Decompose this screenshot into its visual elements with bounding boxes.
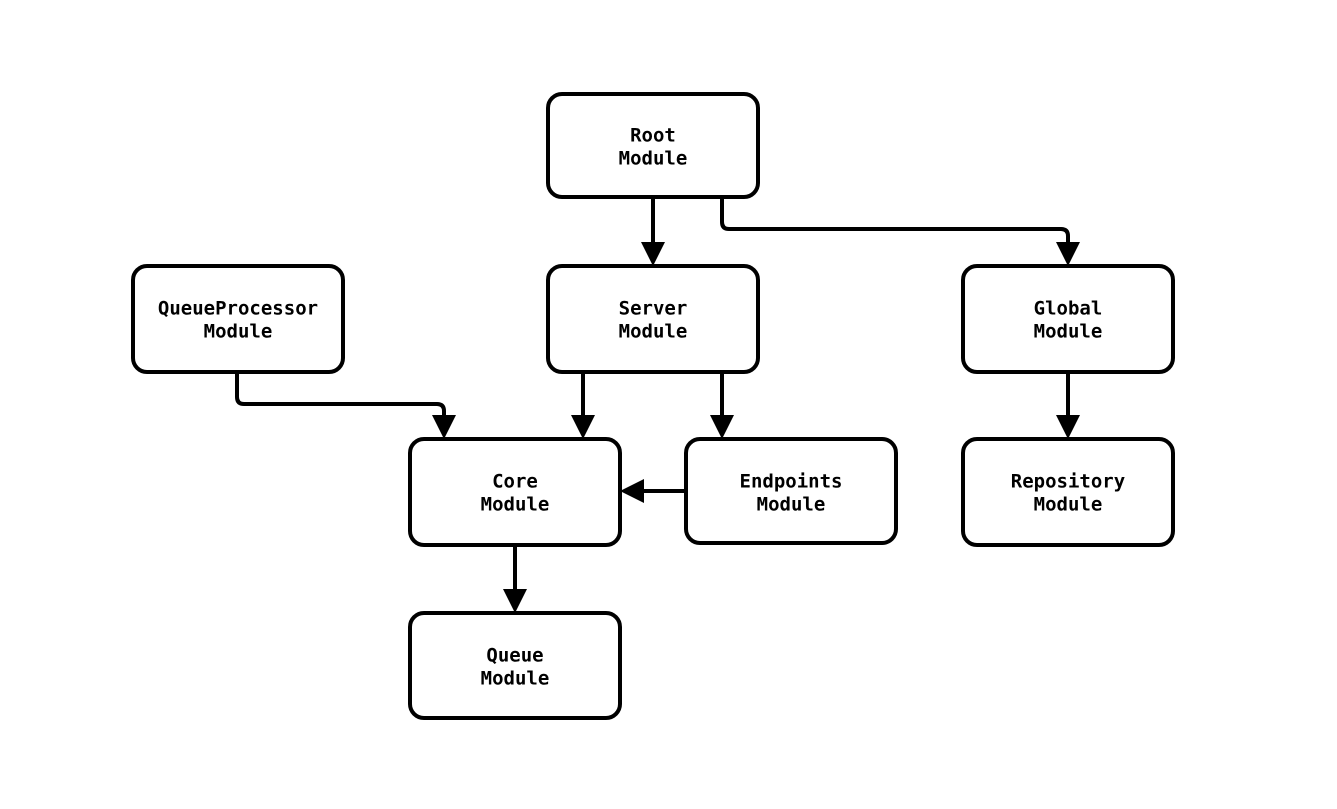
node-core-label-line2: Module bbox=[481, 494, 550, 516]
node-queue[interactable]: Queue Module bbox=[408, 611, 622, 720]
node-queue-label-line2: Module bbox=[481, 668, 550, 690]
node-root-label-line1: Root bbox=[630, 125, 676, 147]
node-global[interactable]: Global Module bbox=[961, 264, 1175, 374]
edge-server-core-arrowhead bbox=[571, 415, 595, 439]
node-repository-label-line1: Repository bbox=[1011, 471, 1125, 493]
node-core[interactable]: Core Module bbox=[408, 437, 622, 547]
edge-global-repository-arrowhead bbox=[1056, 415, 1080, 439]
node-queue-label-line1: Queue bbox=[486, 645, 543, 667]
node-repository-label-line2: Module bbox=[1034, 494, 1103, 516]
edge-server-endpoints-arrowhead bbox=[710, 415, 734, 439]
node-queueprocessor-label-line2: Module bbox=[204, 321, 273, 343]
edge-server-core bbox=[571, 372, 595, 439]
edge-core-queue-arrowhead bbox=[503, 589, 527, 613]
edge-root-server bbox=[641, 197, 665, 266]
node-root-label-line2: Module bbox=[619, 148, 688, 170]
edge-endpoints-core-arrowhead bbox=[620, 479, 644, 503]
edge-queueprocessor-core-arrowhead bbox=[432, 415, 456, 439]
edge-root-server-arrowhead bbox=[641, 242, 665, 266]
node-root[interactable]: Root Module bbox=[546, 92, 760, 199]
node-queueprocessor-label-line1: QueueProcessor bbox=[158, 298, 318, 320]
node-server-label-line1: Server bbox=[619, 298, 688, 320]
edge-endpoints-core bbox=[620, 479, 686, 503]
node-core-box[interactable] bbox=[408, 437, 622, 547]
edge-root-global-line bbox=[720, 197, 1070, 248]
node-repository-box[interactable] bbox=[961, 437, 1175, 547]
node-global-label-line2: Module bbox=[1034, 321, 1103, 343]
edge-global-repository bbox=[1056, 372, 1080, 439]
node-endpoints-label-line2: Module bbox=[757, 494, 826, 516]
node-server-box[interactable] bbox=[546, 264, 760, 374]
node-root-box[interactable] bbox=[546, 92, 760, 199]
node-queue-box[interactable] bbox=[408, 611, 622, 720]
node-endpoints-label-line1: Endpoints bbox=[740, 471, 843, 493]
edge-root-global bbox=[720, 197, 1080, 266]
edge-queueprocessor-core bbox=[235, 372, 456, 439]
edge-server-endpoints bbox=[710, 372, 734, 439]
node-server-label-line2: Module bbox=[619, 321, 688, 343]
node-queueprocessor-box[interactable] bbox=[131, 264, 345, 374]
node-server[interactable]: Server Module bbox=[546, 264, 760, 374]
edge-queueprocessor-core-line bbox=[235, 372, 446, 421]
node-global-label-line1: Global bbox=[1034, 298, 1103, 320]
node-endpoints-box[interactable] bbox=[684, 437, 898, 545]
node-endpoints[interactable]: Endpoints Module bbox=[684, 437, 898, 545]
edge-root-global-arrowhead bbox=[1056, 242, 1080, 266]
node-core-label-line1: Core bbox=[492, 471, 538, 493]
node-repository[interactable]: Repository Module bbox=[961, 437, 1175, 547]
node-global-box[interactable] bbox=[961, 264, 1175, 374]
edge-core-queue bbox=[503, 545, 527, 613]
node-queueprocessor[interactable]: QueueProcessor Module bbox=[131, 264, 345, 374]
